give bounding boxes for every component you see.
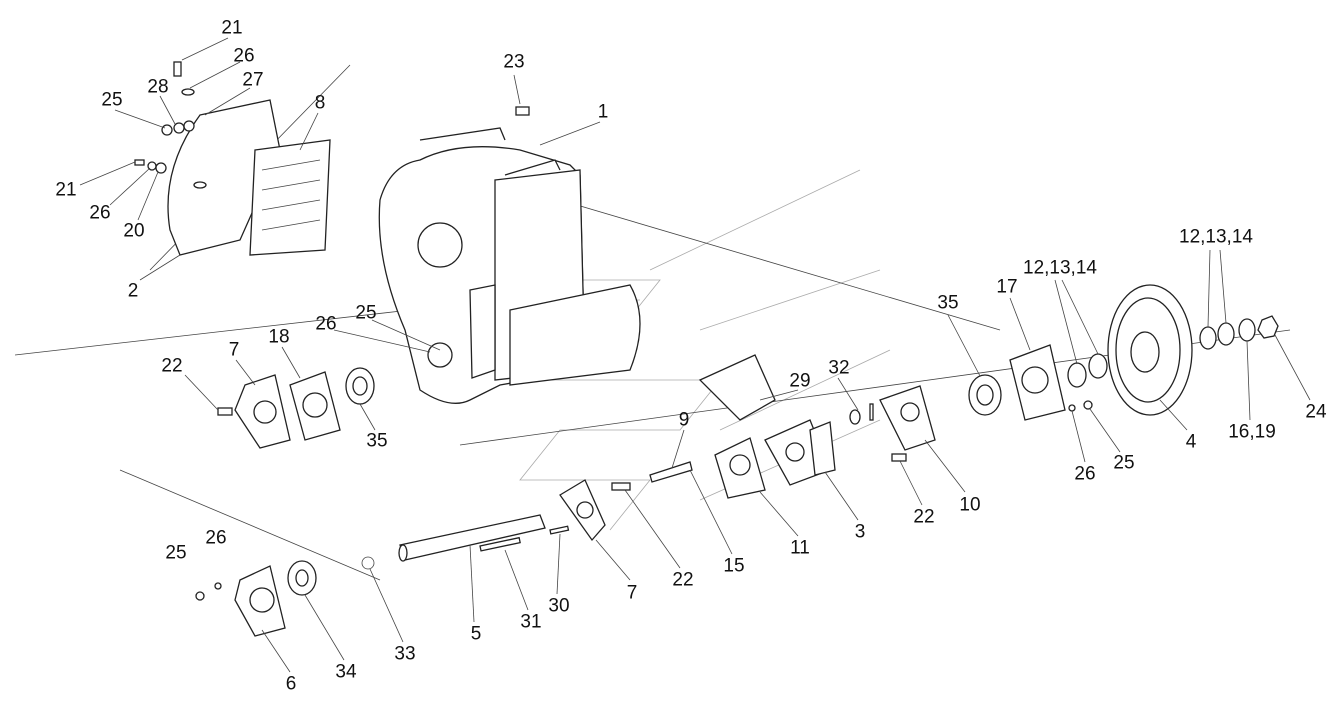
callout-label: 33 [394, 643, 416, 665]
callout-label: 24 [1305, 401, 1327, 423]
callout-label: 6 [285, 673, 297, 695]
callout-label: 21 [55, 179, 77, 201]
callout-label: 25 [1113, 452, 1135, 474]
callout-label: 7 [228, 339, 240, 361]
callout-label: 4 [1185, 431, 1197, 453]
callout-label: 26 [205, 527, 227, 549]
callout-label: 27 [242, 69, 264, 91]
callout-label: 16,19 [1228, 421, 1276, 443]
callout-label: 35 [366, 430, 388, 452]
callout-label: 26 [315, 313, 337, 335]
callout-label: 18 [268, 326, 290, 348]
callout-label: 32 [828, 357, 850, 379]
callout-label: 25 [165, 542, 187, 564]
callout-label: 20 [123, 220, 145, 242]
shaft-part-5 [195, 479, 606, 637]
callout-label: 23 [503, 51, 525, 73]
callout-label: 10 [959, 494, 981, 516]
leader-lines [79, 37, 1311, 673]
callout-label: 5 [470, 623, 482, 645]
callout-label: 26 [233, 45, 255, 67]
callout-label: 34 [335, 661, 357, 683]
cover-part-2 [167, 99, 331, 256]
left-flange-group [217, 367, 375, 449]
callout-label: 21 [221, 17, 243, 39]
callout-label: 2 [127, 280, 139, 302]
callout-label: 11 [790, 537, 810, 559]
callout-label: 17 [996, 276, 1018, 298]
callout-label: 22 [913, 506, 935, 528]
callout-label: 28 [147, 76, 169, 98]
callout-label: 8 [314, 92, 326, 114]
callout-label: 26 [89, 202, 111, 224]
callout-label: 31 [520, 611, 542, 633]
callout-label: 7 [626, 582, 638, 604]
callout-label: 9 [678, 409, 690, 431]
callout-label: 12,13,14 [1179, 226, 1253, 248]
callout-label: 22 [672, 569, 694, 591]
callout-label: 25 [355, 302, 377, 324]
callout-label: 1 [597, 101, 609, 123]
callout-label: 35 [937, 292, 959, 314]
assembly-axis-lines [14, 64, 1291, 581]
callout-label: 29 [789, 370, 811, 392]
callout-label: 12,13,14 [1023, 257, 1097, 279]
center-parts [611, 354, 936, 499]
callout-label: 15 [723, 555, 745, 577]
pulley-group [968, 284, 1279, 421]
callout-label: 3 [854, 521, 866, 543]
bolts-top [134, 61, 530, 174]
callout-label: 22 [161, 355, 183, 377]
callout-label: 26 [1074, 463, 1096, 485]
housing-part-1 [378, 127, 641, 404]
callout-label: 30 [548, 595, 570, 617]
callout-label: 25 [101, 89, 123, 111]
